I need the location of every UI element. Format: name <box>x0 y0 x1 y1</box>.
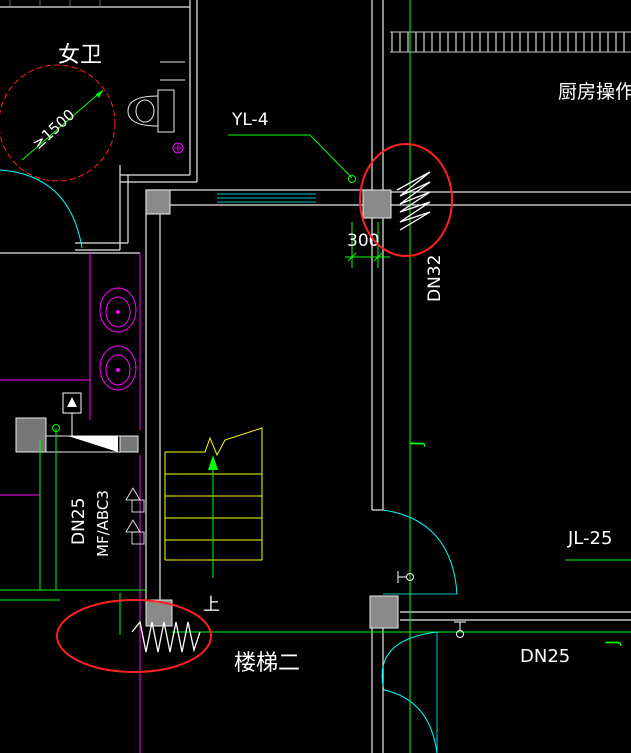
toilet-fixture <box>127 61 185 133</box>
wall-hatch-topleft <box>9 0 101 7</box>
door-swing-left <box>0 169 83 249</box>
valve-icon-right <box>406 573 414 581</box>
riser-icon-yl4 <box>348 175 356 183</box>
extinguisher-code-label: MF/ABC3 <box>94 490 112 557</box>
main-walls <box>145 0 631 753</box>
magenta-pipes <box>0 253 141 753</box>
extinguisher-icons <box>125 487 145 545</box>
washbasins <box>99 287 137 391</box>
door-swing-right-lower <box>381 631 438 753</box>
stair-arrow-icon <box>208 455 218 470</box>
circle-dimension-label: ≥1500 <box>29 106 79 153</box>
fire-hydrant-box <box>15 417 47 453</box>
pipe-label-dn25-vertical: DN25 <box>69 498 89 545</box>
door-swing-right-upper <box>382 509 458 595</box>
room-label-womens-wc: 女卫 <box>58 43 102 68</box>
valve-icon-bottom <box>456 630 464 638</box>
flex-joint-top <box>396 171 431 231</box>
turning-circle-radius <box>21 89 104 161</box>
bottom-pipes <box>0 559 631 635</box>
riser-label-jl25: JL-25 <box>567 528 612 549</box>
arrow-icon <box>96 90 103 98</box>
room-label-kitchen: 厨房操作间 <box>558 81 631 103</box>
floor-drain-icon <box>172 142 184 154</box>
hydrant-marker-icon <box>68 436 118 452</box>
wall-hatch-ticks <box>391 32 625 52</box>
pipe-label-dn32: DN32 <box>425 255 445 302</box>
column-bottom-right <box>369 595 399 629</box>
flex-joint-bottom <box>131 620 201 653</box>
turning-circle <box>0 64 116 182</box>
pipe-mark-j1: J <box>407 441 427 447</box>
window-lines <box>217 193 316 203</box>
wall-hatch-top <box>390 31 631 53</box>
wc-walls <box>0 0 198 254</box>
yl4-leader <box>228 134 353 179</box>
column-top-left <box>145 189 171 215</box>
stair-up-label: 上 <box>203 595 220 615</box>
riser-label-yl4: YL-4 <box>231 110 269 130</box>
pipe-mark-j2: J <box>603 640 623 646</box>
triangle-up-icon <box>67 397 77 407</box>
column-top-right <box>362 189 392 219</box>
pipe-label-dn25-horizontal: DN25 <box>520 646 570 667</box>
annotation-ellipse-top <box>359 143 453 257</box>
stair-name-label: 楼梯二 <box>234 651 300 676</box>
annotation-ellipse-bottom <box>56 599 212 673</box>
